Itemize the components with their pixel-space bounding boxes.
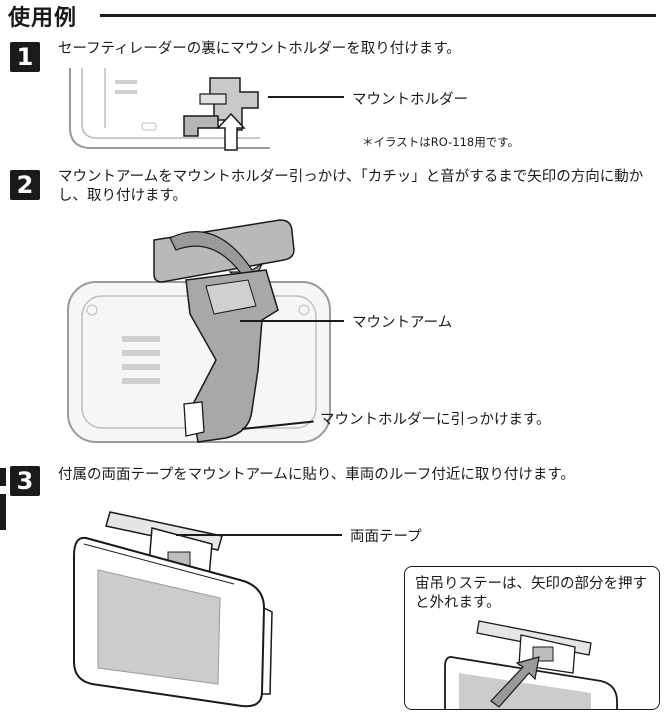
detach-tip-box: 宙吊りステーは、矢印の部分を押すと外れます。: [404, 566, 660, 710]
side-mark-bottom: [0, 494, 6, 530]
step-2-illustration: [67, 219, 331, 443]
tape-leader: [176, 534, 342, 536]
hook-holder-label: マウントホルダーに引っかけます。: [320, 412, 551, 428]
heading-rule: [100, 14, 656, 17]
detach-tip-illustration: [444, 620, 618, 709]
mount-holder-leader: [268, 96, 344, 98]
illustration-note: ＊イラストはRO-118用です。: [362, 135, 520, 149]
mount-arm-label: マウントアーム: [352, 315, 453, 331]
step-1-badge: 1: [10, 42, 40, 72]
step-1-illustration: [69, 68, 270, 151]
mount-arm-leader: [240, 320, 344, 322]
step-1-text: セーフティレーダーの裏にマウントホルダーを取り付けます。: [58, 41, 461, 57]
step-2-text: マウントアームをマウントホルダー引っかけ、「カチッ」と音がするまで矢印の方向に動…: [58, 169, 644, 204]
side-mark-top: [0, 468, 6, 486]
step-3-illustration: [73, 511, 273, 708]
step-2-badge: 2: [10, 170, 40, 200]
detach-tip-text: 宙吊りステーは、矢印の部分を押すと外れます。: [415, 576, 647, 611]
step-3-text: 付属の両面テープをマウントアームに貼り、車両のルーフ付近に取り付けます。: [58, 467, 575, 483]
mount-holder-label: マウントホルダー: [352, 92, 468, 108]
double-sided-tape-label: 両面テープ: [350, 529, 422, 545]
step-3-badge: 3: [10, 466, 40, 496]
section-heading: 使用例: [8, 6, 78, 31]
